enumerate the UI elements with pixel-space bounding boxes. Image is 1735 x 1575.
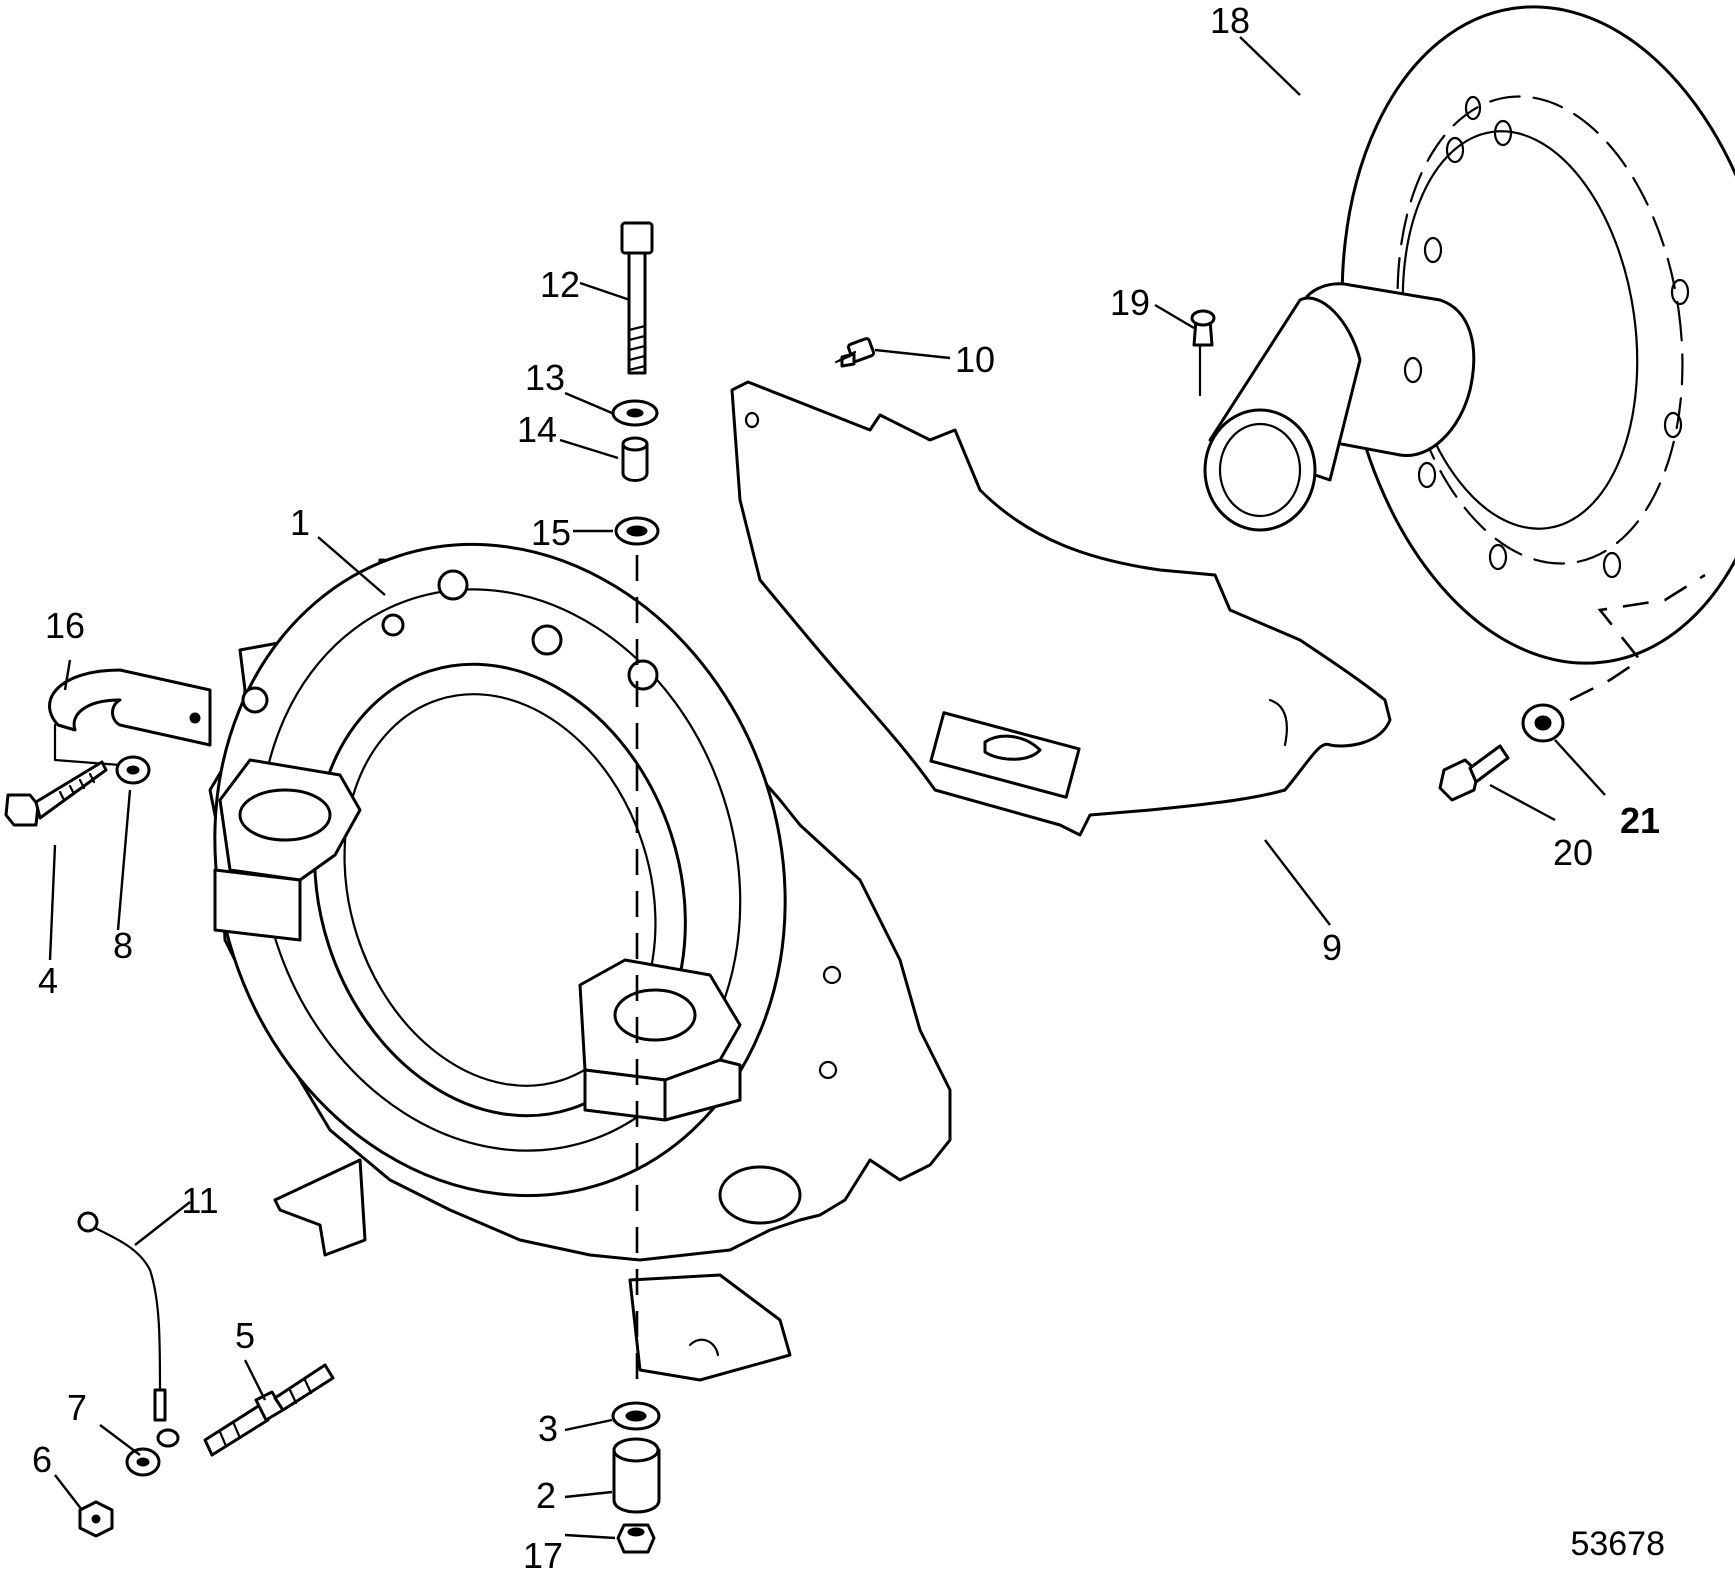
shield-hole (744, 411, 760, 429)
callout-19: 19 (1110, 282, 1150, 323)
callout-9: 9 (1322, 927, 1342, 968)
part-3-washer (611, 1401, 661, 1431)
callout-12: 12 (540, 264, 580, 305)
callout-21: 21 (1620, 800, 1660, 841)
callout-1: 1 (290, 502, 310, 543)
part-17-nut (616, 1523, 656, 1554)
callout-14: 14 (517, 409, 557, 450)
part-15-washer (614, 516, 660, 546)
part-12-bolt (620, 221, 654, 375)
callout-10: 10 (955, 339, 995, 380)
callout-18: 18 (1210, 0, 1250, 41)
callout-16: 16 (45, 605, 85, 646)
callout-8: 8 (113, 925, 133, 966)
part-21-washer (1521, 703, 1565, 743)
callout-13: 13 (525, 357, 565, 398)
callout-20: 20 (1553, 832, 1593, 873)
part-11-ground-cable (77, 1211, 180, 1448)
part-18-coupler-housing (1203, 5, 1735, 665)
part-20-bolt (1438, 744, 1510, 802)
callout-3: 3 (538, 1408, 558, 1449)
part-7-lock-washer (125, 1447, 161, 1477)
housing-hole (1464, 95, 1482, 121)
part-4-bolt (4, 760, 108, 827)
callout-15: 15 (531, 512, 571, 553)
part-1-flywheel-housing (208, 542, 952, 1382)
part-16-clamp (48, 668, 212, 767)
leader-lines (48, 36, 1606, 1540)
part-2-bushing (612, 1437, 661, 1514)
figure-number: 53678 (1570, 1525, 1665, 1563)
callout-2: 2 (536, 1475, 556, 1516)
callout-6: 6 (32, 1439, 52, 1480)
callout-4: 4 (38, 960, 58, 1001)
part-8-washer (115, 755, 151, 785)
callout-7: 7 (67, 1387, 87, 1428)
part-6-nut (78, 1500, 114, 1538)
part-9-shield-plate (730, 380, 1392, 837)
part-19-grease-fitting (1190, 309, 1216, 397)
part-5-stud (203, 1363, 335, 1457)
callout-11: 11 (181, 1180, 218, 1221)
callout-5: 5 (235, 1315, 255, 1356)
part-10-screw (834, 337, 876, 368)
part-13-washer (611, 399, 659, 427)
alignment-line-coupler (1569, 573, 1706, 702)
callout-17: 17 (523, 1535, 563, 1575)
part-14-spacer (621, 436, 649, 482)
